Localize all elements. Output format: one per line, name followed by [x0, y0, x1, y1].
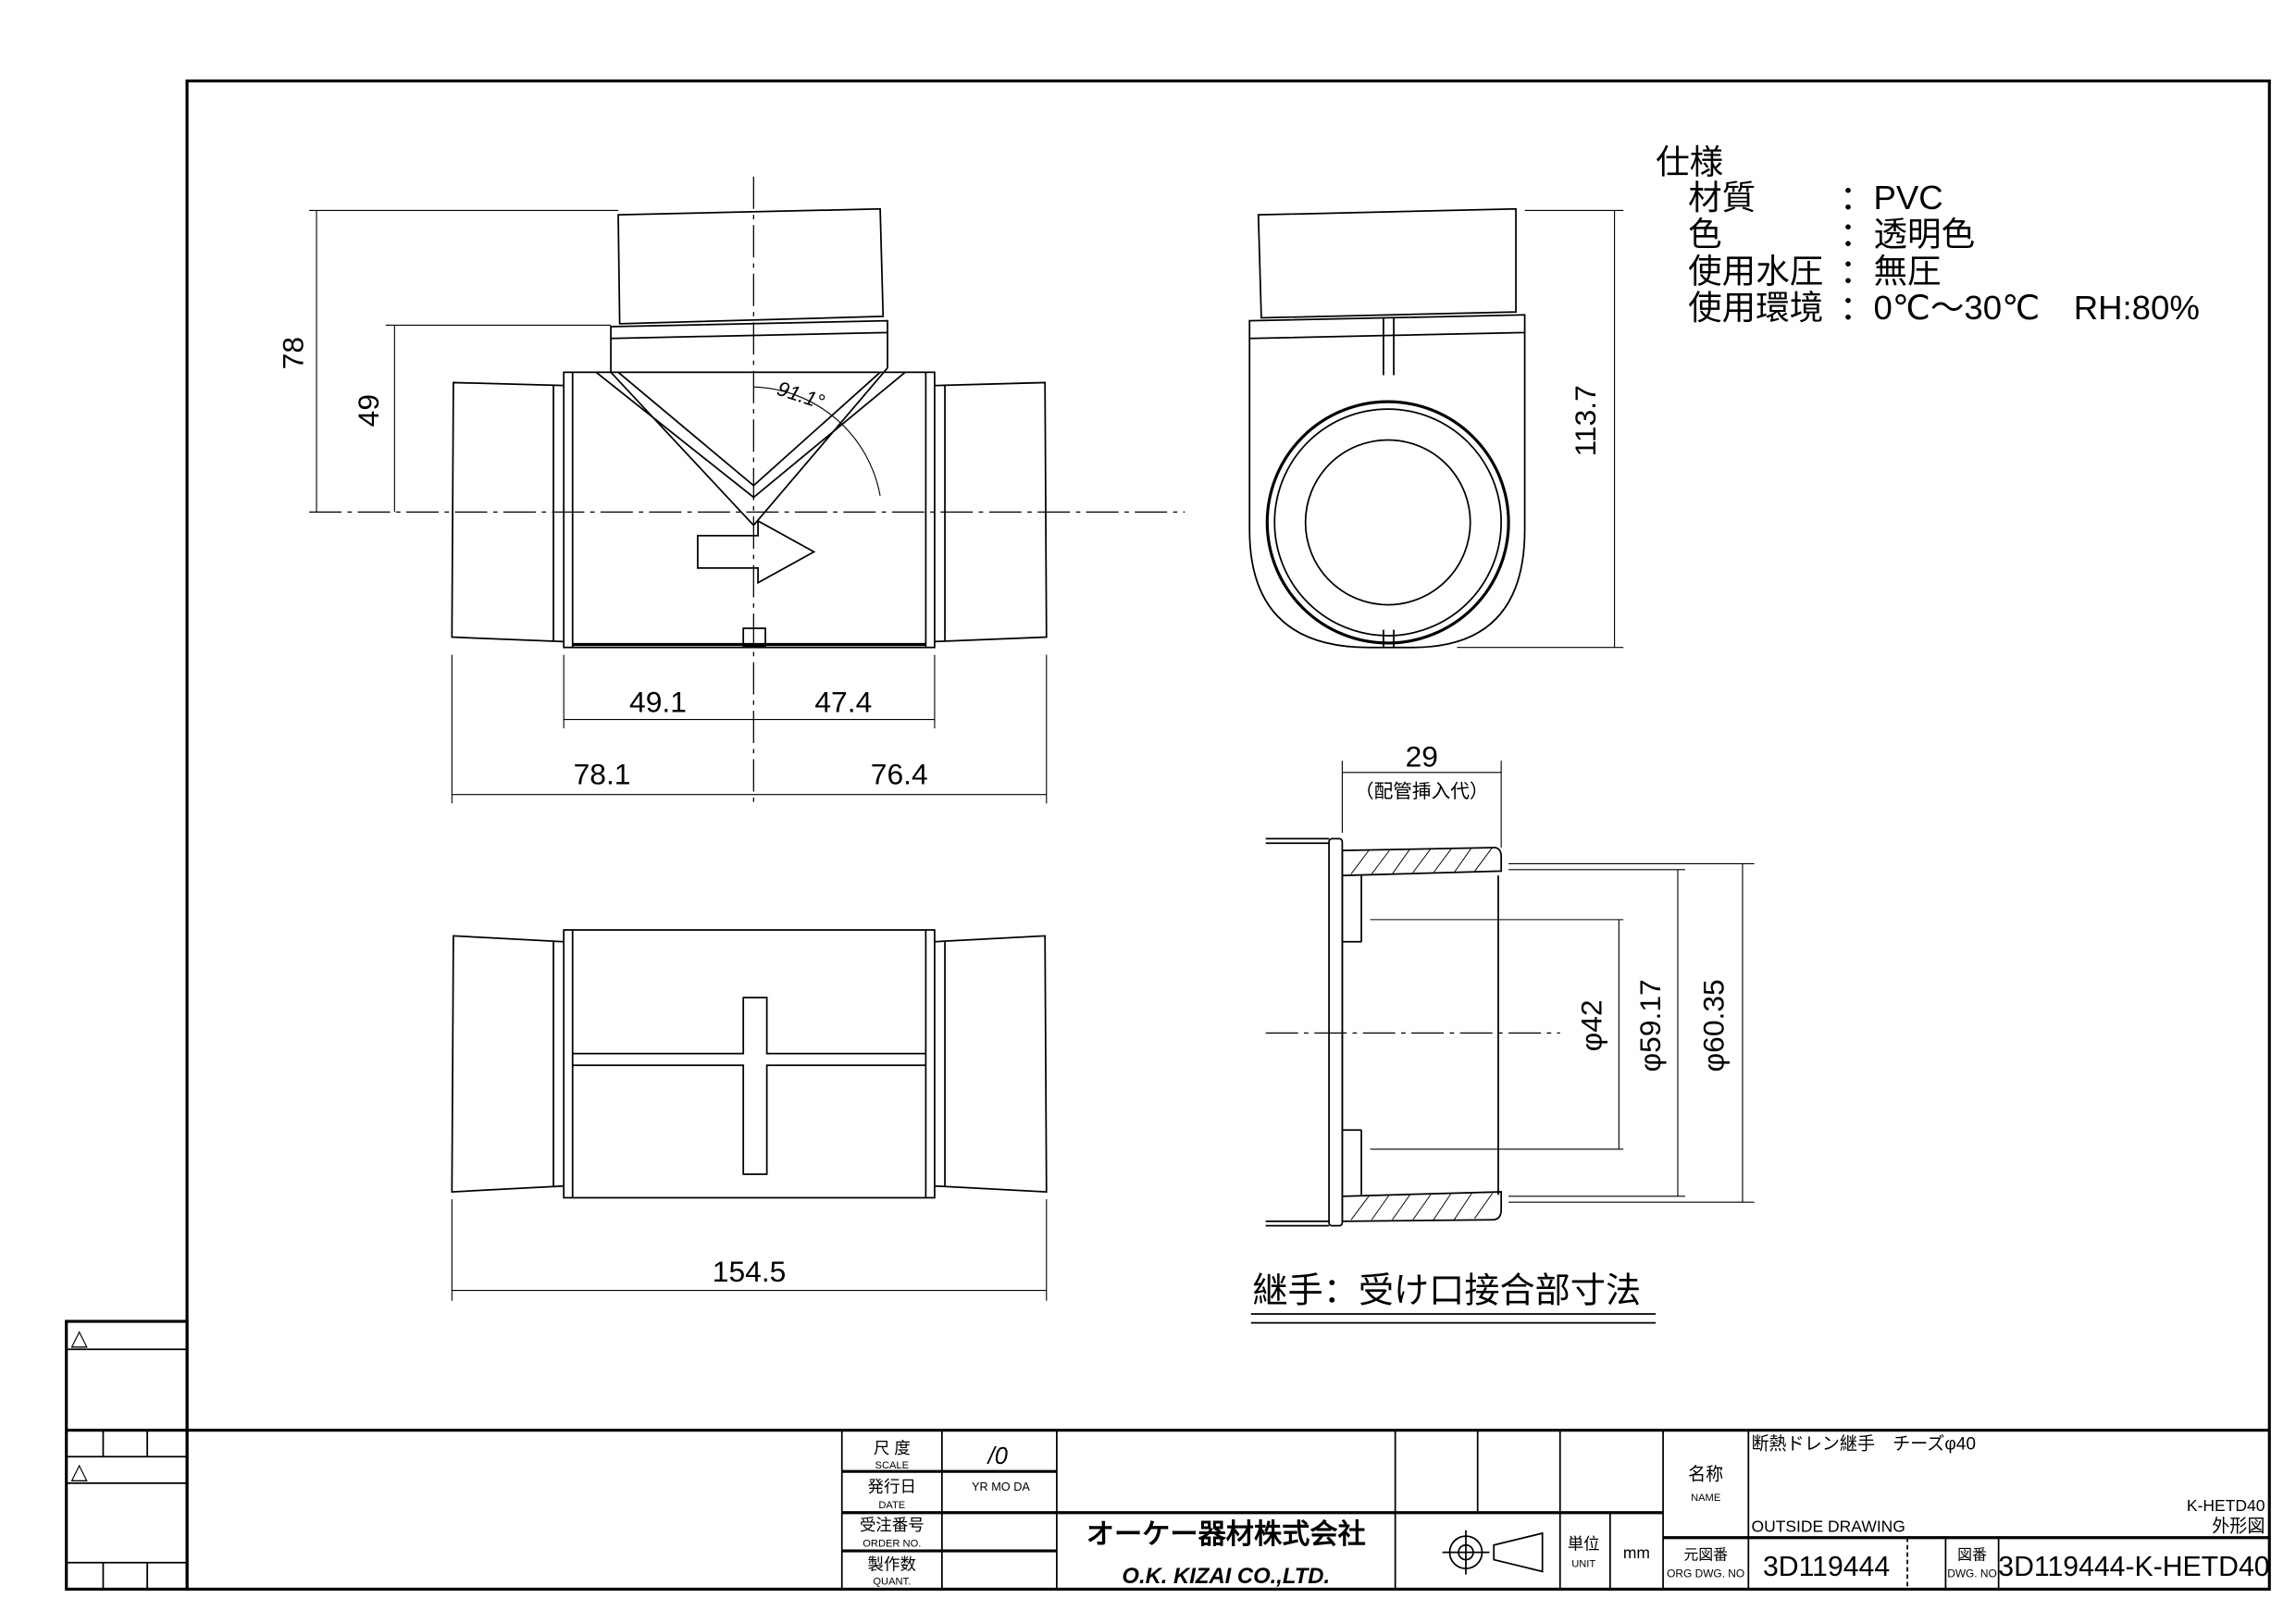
dim-dia-42: φ42: [1574, 999, 1607, 1051]
dim-dia-59-17: φ59.17: [1633, 979, 1667, 1072]
spec-label: 色: [1688, 216, 1722, 254]
spec-value: ：透明色: [1840, 216, 1975, 254]
side-view: 113.7: [1248, 207, 1624, 649]
spec-label: 使用水圧: [1688, 252, 1823, 290]
dim-154-5: 154.5: [713, 1255, 787, 1288]
unit-label-en: UNIT: [1571, 1559, 1595, 1570]
front-view: 91.1° 78 49 49.1 47.4 78.1 76.4: [277, 176, 1185, 804]
dwg-label: 図番: [1957, 1547, 1987, 1564]
revision-block: △ △: [65, 1319, 189, 1592]
drawing-type-jp: 外形図: [2212, 1516, 2265, 1536]
quant-label: 製作数: [868, 1555, 916, 1574]
spec-title: 仕様: [1656, 143, 1723, 181]
dwg-label-en: DWG. NO: [1947, 1567, 1997, 1580]
projection-symbol-icon: [1442, 1530, 1544, 1575]
dim-47-4: 47.4: [814, 686, 872, 719]
dim-dia-60-35: φ60.35: [1696, 979, 1730, 1072]
company-name-en: O.K. KIZAI CO.,LTD.: [1122, 1564, 1330, 1589]
socket-detail: 29 （配管挿入代） φ42 φ59.17 φ60.35 継手：受け口接合部寸法: [1250, 739, 1755, 1324]
spec-value: ：無圧: [1840, 252, 1942, 290]
org-dwg-number: 3D119444: [1763, 1552, 1890, 1582]
insertion-label: （配管挿入代）: [1355, 781, 1489, 802]
unit-value: mm: [1623, 1543, 1650, 1562]
order-label-en: ORDER NO.: [863, 1538, 921, 1549]
dim-78-1: 78.1: [574, 758, 631, 791]
dim-49: 49: [352, 394, 385, 427]
org-dwg-label-en: ORG DWG. NO: [1667, 1567, 1744, 1580]
date-label: 発行日: [868, 1477, 916, 1495]
company-name-jp: オーケー器材株式会社: [1086, 1518, 1366, 1550]
model-number: K-HETD40: [2187, 1496, 2265, 1515]
dwg-number: 3D119444-K-HETD40: [1998, 1552, 2269, 1582]
name-label-en: NAME: [1691, 1493, 1720, 1504]
drawing-frame: [185, 79, 2271, 1592]
quant-label-en: QUANT.: [873, 1577, 911, 1588]
drawing-type-en: OUTSIDE DRAWING: [1751, 1517, 1905, 1535]
name-label: 名称: [1688, 1465, 1723, 1485]
date-label-en: DATE: [878, 1500, 905, 1511]
product-name: 断熱ドレン継手 チーズφ40: [1751, 1433, 1976, 1454]
detail-caption: 継手：受け口接合部寸法: [1252, 1270, 1641, 1310]
dim-113-7: 113.7: [1569, 385, 1602, 456]
scale-label: 尺 度: [874, 1439, 911, 1457]
spec-label: 使用環境: [1688, 289, 1823, 327]
spec-block: 仕様 材質 ：PVC 色 ：透明色 使用水圧 ：無圧 使用環境 ：0℃～30℃ …: [1656, 143, 2200, 327]
revision-mark: △: [70, 1325, 88, 1350]
scale-label-en: SCALE: [875, 1460, 909, 1471]
dim-29: 29: [1406, 739, 1438, 773]
org-dwg-label: 元図番: [1683, 1547, 1728, 1564]
title-block: 尺 度 SCALE /0 発行日 DATE YR MO DA 受注番号 ORDE…: [66, 1429, 2270, 1590]
unit-label: 単位: [1568, 1534, 1600, 1553]
spec-value: ：PVC: [1840, 179, 1943, 217]
dim-78: 78: [277, 337, 310, 369]
angle-label: 91.1°: [775, 377, 827, 414]
dim-49-1: 49.1: [629, 686, 687, 719]
date-value: YR MO DA: [972, 1480, 1030, 1493]
spec-label: 材質: [1688, 179, 1756, 217]
scale-value: /0: [987, 1443, 1008, 1469]
order-label: 受注番号: [860, 1516, 925, 1534]
spec-value: ：0℃～30℃ RH:80%: [1840, 289, 2200, 327]
bottom-view: 154.5: [451, 929, 1048, 1301]
dim-76-4: 76.4: [871, 758, 928, 791]
revision-mark: △: [70, 1459, 88, 1484]
